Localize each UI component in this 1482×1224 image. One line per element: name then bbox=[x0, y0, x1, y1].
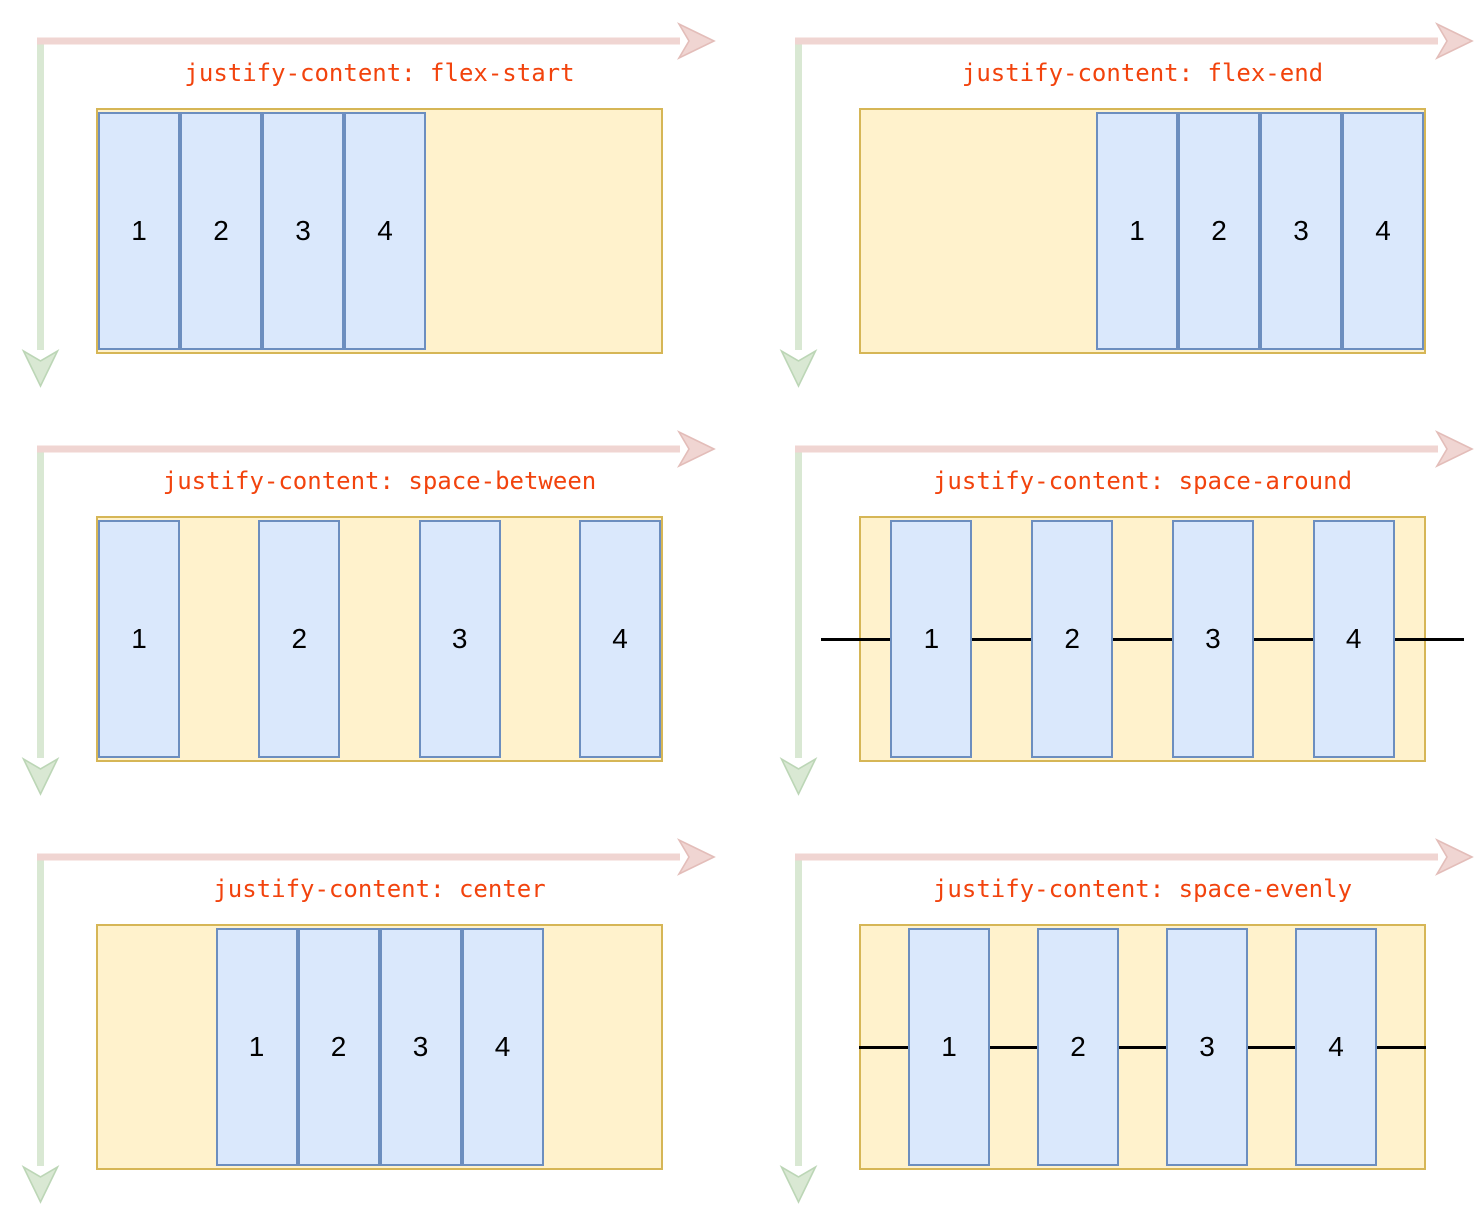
flex-item: 2 bbox=[180, 112, 262, 350]
panel-title: justify-content: space-around bbox=[932, 467, 1353, 495]
cross-axis-arrowhead-icon bbox=[21, 1164, 60, 1204]
main-axis-arrowhead-icon bbox=[676, 430, 716, 468]
flex-item: 1 bbox=[98, 112, 180, 350]
flex-item: 3 bbox=[379, 928, 462, 1166]
main-axis-arrowhead-icon bbox=[1434, 22, 1474, 60]
main-axis-arrowhead-icon bbox=[676, 22, 716, 60]
main-axis-arrowhead-icon bbox=[1434, 838, 1474, 876]
flex-item: 3 bbox=[262, 112, 344, 350]
flex-item: 4 bbox=[1342, 112, 1424, 350]
panel-title: justify-content: flex-end bbox=[961, 59, 1324, 87]
cross-axis-arrowhead-icon bbox=[21, 756, 60, 796]
flex-item: 4 bbox=[461, 928, 544, 1166]
panel-title: justify-content: space-evenly bbox=[932, 875, 1353, 903]
flex-item: 3 bbox=[1171, 520, 1254, 758]
flex-item: 1 bbox=[1096, 112, 1178, 350]
flex-item: 2 bbox=[1037, 928, 1119, 1166]
flex-item: 3 bbox=[1260, 112, 1342, 350]
flex-item: 4 bbox=[1295, 928, 1377, 1166]
panel-title: justify-content: center bbox=[213, 875, 546, 903]
panel-title: justify-content: flex-start bbox=[184, 59, 575, 87]
flex-item: 1 bbox=[215, 928, 298, 1166]
panel-title: justify-content: space-between bbox=[162, 467, 597, 495]
flex-item: 2 bbox=[258, 520, 341, 758]
cross-axis-arrowhead-icon bbox=[779, 1164, 818, 1204]
flex-item: 4 bbox=[1312, 520, 1395, 758]
cross-axis-arrowhead-icon bbox=[779, 348, 818, 388]
flex-item: 4 bbox=[344, 112, 426, 350]
cross-axis-arrowhead-icon bbox=[21, 348, 60, 388]
main-axis-arrowhead-icon bbox=[1434, 430, 1474, 468]
flex-item: 1 bbox=[98, 520, 180, 758]
flex-item: 2 bbox=[1031, 520, 1114, 758]
flex-item: 3 bbox=[418, 520, 501, 758]
main-axis-arrowhead-icon bbox=[676, 838, 716, 876]
flex-item: 1 bbox=[890, 520, 973, 758]
flex-item: 3 bbox=[1166, 928, 1248, 1166]
flex-item: 2 bbox=[1178, 112, 1260, 350]
flex-item: 2 bbox=[297, 928, 380, 1166]
flex-item: 1 bbox=[908, 928, 990, 1166]
flex-item: 4 bbox=[578, 520, 661, 758]
cross-axis-arrowhead-icon bbox=[779, 756, 818, 796]
spacing-ruler-line bbox=[821, 637, 1464, 641]
spacing-ruler-line bbox=[859, 1045, 1426, 1049]
